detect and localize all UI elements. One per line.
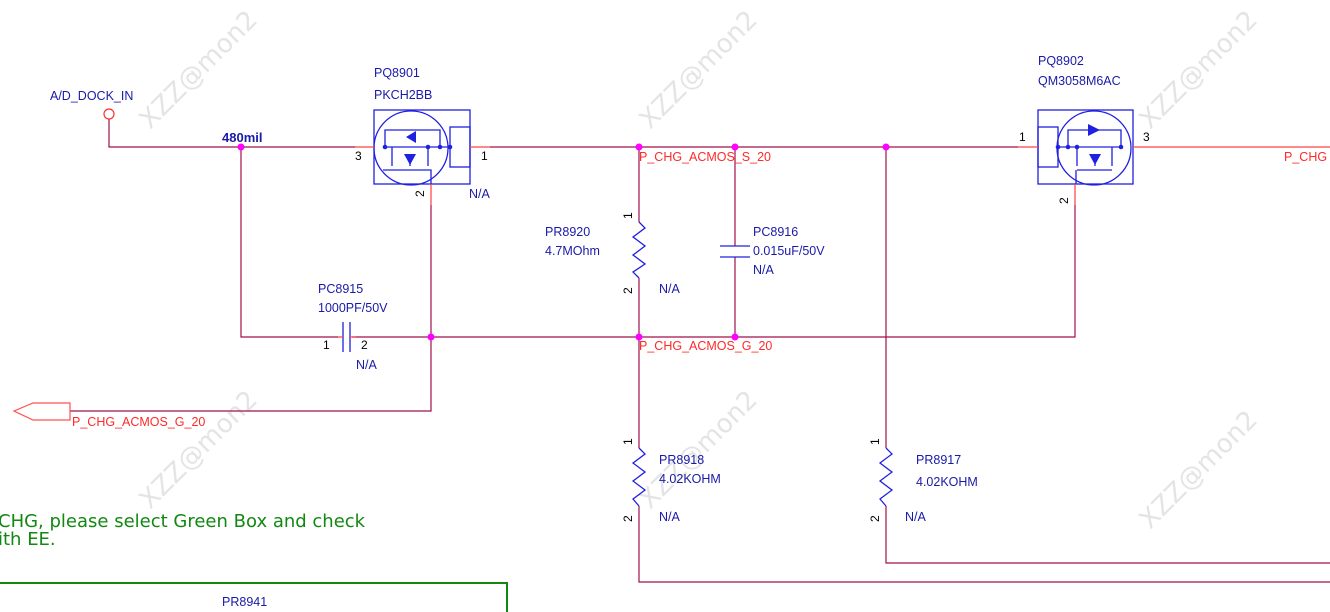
resistor-pr8918[interactable]: PR8918 4.02KOHM 1 2 N/A	[621, 438, 721, 524]
net-label-acmos-g: P_CHG_ACMOS_G_20	[639, 339, 772, 353]
watermark: XZZ@mon2	[134, 5, 264, 135]
pin-number: 2	[621, 515, 635, 522]
value-label: 1000PF/50V	[318, 301, 388, 315]
ref-label: PR8917	[916, 453, 961, 467]
na-label: N/A	[905, 510, 927, 524]
capacitor-pc8916[interactable]: PC8916 0.015uF/50V N/A	[720, 225, 825, 277]
value-label: 4.02KOHM	[659, 472, 721, 486]
junctions	[237, 143, 890, 341]
na-label: N/A	[659, 282, 681, 296]
na-label: N/A	[469, 187, 491, 201]
pin-number: 2	[868, 515, 882, 522]
pin-number: 1	[323, 338, 330, 352]
value-label: PKCH2BB	[374, 88, 432, 102]
watermark: XZZ@mon2	[1134, 405, 1264, 535]
resistor-icon	[878, 447, 894, 507]
value-label: 4.02KOHM	[916, 475, 978, 489]
pin-number: 1	[481, 149, 488, 163]
offpage-port[interactable]: P_CHG_ACMOS_G_20	[12, 402, 205, 429]
note-line-2: ith EE.	[0, 529, 56, 550]
na-label: N/A	[753, 263, 775, 277]
pin-number: 2	[361, 338, 368, 352]
ref-label: PC8915	[318, 282, 363, 296]
value-label: QM3058M6AC	[1038, 74, 1121, 88]
mosfet-pq8901[interactable]: PQ8901 PKCH2BB 3 1 2 N/A	[355, 66, 491, 205]
pin-number: 2	[621, 287, 635, 294]
green-option-box[interactable]	[0, 582, 508, 612]
pin-number: 3	[355, 149, 362, 163]
na-label: N/A	[356, 358, 378, 372]
ref-label: PR8918	[659, 453, 704, 467]
net-label-dock-in: A/D_DOCK_IN	[50, 89, 133, 103]
ref-label: PC8916	[753, 225, 798, 239]
pin-number: 2	[1057, 197, 1071, 204]
connector-icon	[103, 108, 115, 120]
resistor-icon	[631, 221, 647, 279]
resistor-pr8920[interactable]: PR8920 4.7MOhm 1 2 N/A	[545, 212, 681, 296]
resistor-icon	[631, 447, 647, 507]
watermark: XZZ@mon2	[134, 385, 264, 515]
ref-label-pr8941: PR8941	[222, 595, 267, 609]
note-line-1: CHG, please select Green Box and check	[0, 511, 366, 532]
ref-label: PQ8902	[1038, 54, 1084, 68]
port-label: P_CHG_ACMOS_G_20	[72, 415, 205, 429]
pin-number: 1	[1019, 130, 1026, 144]
net-label-p-chg: P_CHG	[1284, 150, 1327, 164]
port-arrow-icon	[12, 402, 71, 421]
watermark: XZZ@mon2	[634, 385, 764, 515]
net-label-acmos-s: P_CHG_ACMOS_S_20	[639, 150, 771, 164]
pin-number: 2	[413, 190, 427, 197]
pin-number: 3	[1143, 130, 1150, 144]
na-label: N/A	[659, 510, 681, 524]
ref-label: PR8920	[545, 225, 590, 239]
wires	[70, 119, 1330, 583]
pin-number: 1	[621, 212, 635, 219]
ref-label: PQ8901	[374, 66, 420, 80]
value-label: 4.7MOhm	[545, 244, 600, 258]
pin-number: 1	[868, 438, 882, 445]
watermark: XZZ@mon2	[634, 5, 764, 135]
resistor-pr8917[interactable]: PR8917 4.02KOHM 1 2 N/A	[868, 438, 978, 524]
capacitor-pc8915[interactable]: PC8915 1000PF/50V 1 2 N/A	[318, 282, 388, 372]
capacitor-icon	[720, 245, 750, 258]
pin-number: 1	[621, 438, 635, 445]
mosfet-pq8902[interactable]: PQ8902 QM3058M6AC 1 3 2	[1018, 54, 1150, 205]
capacitor-icon	[342, 322, 351, 352]
width-note: 480mil	[222, 130, 262, 145]
value-label: 0.015uF/50V	[753, 244, 825, 258]
watermark: XZZ@mon2	[1134, 5, 1264, 135]
